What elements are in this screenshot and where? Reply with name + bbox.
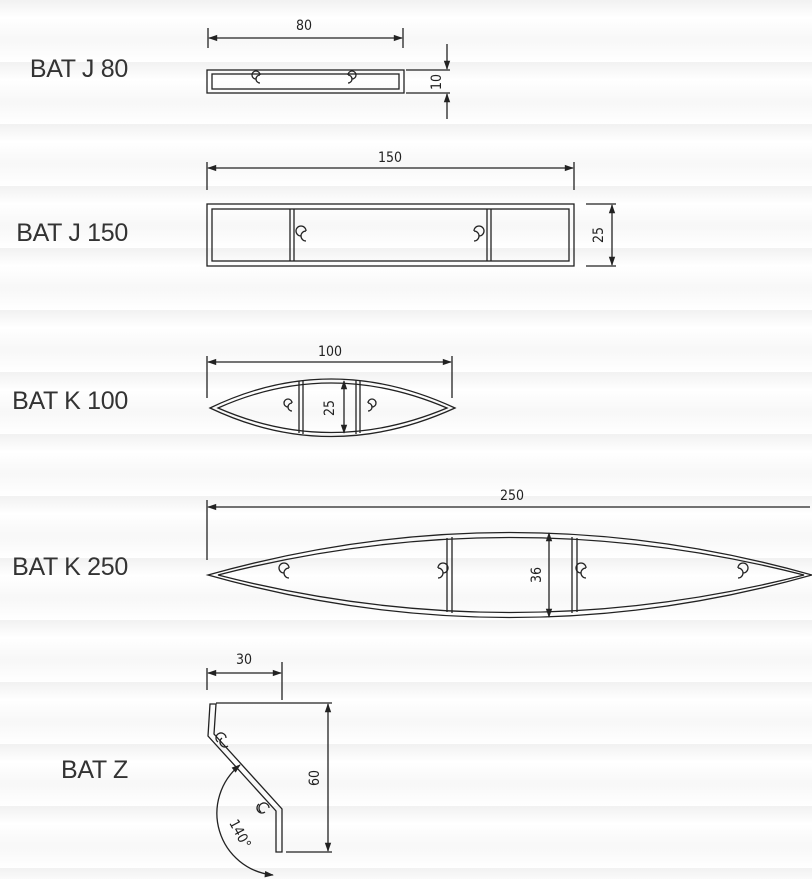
dimension-width-bat-z: 30 bbox=[236, 652, 252, 668]
profile-bat-j-150 bbox=[206, 162, 616, 267]
profile-bat-z bbox=[206, 662, 332, 878]
profile-bat-k-250 bbox=[205, 500, 812, 619]
profile-label-bat-j-80: BAT J 80 bbox=[29, 55, 128, 83]
profile-bat-j-80 bbox=[206, 28, 451, 119]
dimension-angle-bat-z: 140° bbox=[225, 817, 253, 851]
profile-label-bat-j-150: BAT J 150 bbox=[16, 219, 128, 247]
profile-label-bat-z: BAT Z bbox=[60, 756, 128, 784]
profile-bat-k-100 bbox=[206, 356, 457, 438]
dimension-width-bat-j-80: 80 bbox=[296, 18, 312, 34]
dimension-width-bat-k-100: 100 bbox=[318, 344, 342, 360]
dimension-height-bat-k-250: 36 bbox=[529, 567, 545, 583]
profile-label-bat-k-250: BAT K 250 bbox=[12, 553, 128, 581]
dimension-height-bat-j-80: 10 bbox=[429, 74, 445, 90]
dimension-height-bat-j-150: 25 bbox=[591, 227, 607, 243]
dimension-width-bat-j-150: 150 bbox=[378, 150, 402, 166]
dimension-height-bat-z: 60 bbox=[307, 770, 323, 786]
profile-label-bat-k-100: BAT K 100 bbox=[12, 387, 128, 415]
dimension-width-bat-k-250: 250 bbox=[500, 488, 524, 504]
dimension-height-bat-k-100: 25 bbox=[322, 400, 338, 416]
